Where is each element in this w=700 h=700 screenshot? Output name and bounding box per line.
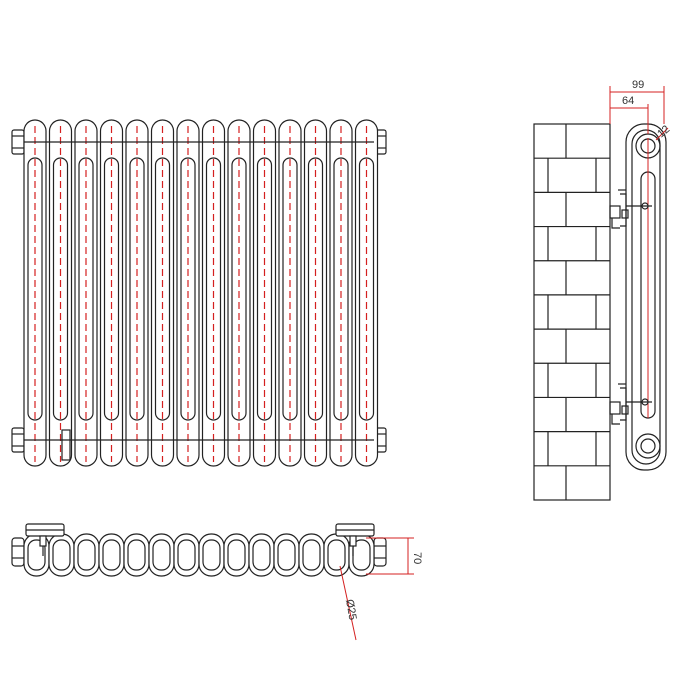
dim-outer-depth: 99 xyxy=(632,79,644,91)
plan-view: 70 Ø25 xyxy=(11,523,423,641)
front-column xyxy=(303,119,328,467)
front-view xyxy=(11,119,387,467)
front-column xyxy=(23,119,47,467)
dim-inner-depth: 64 xyxy=(622,95,634,107)
plan-section xyxy=(173,533,200,577)
dim-height-plan: 70 xyxy=(411,552,423,564)
plan-section xyxy=(73,533,100,577)
plan-section xyxy=(248,533,275,577)
bottom-tube-outer xyxy=(635,433,661,459)
radiator-section xyxy=(625,123,667,471)
plan-section xyxy=(98,533,125,577)
plan-section xyxy=(298,533,325,577)
front-column xyxy=(278,119,302,467)
plan-section xyxy=(273,533,300,577)
front-column xyxy=(354,119,379,467)
front-column xyxy=(150,119,175,467)
front-column xyxy=(227,119,251,467)
front-valve-detail xyxy=(61,429,71,461)
dim-tube-diameter-plan: Ø25 xyxy=(343,598,358,621)
plan-section xyxy=(148,533,175,577)
bottom-tube-inner xyxy=(640,438,656,454)
front-column xyxy=(99,119,124,467)
brick-wall xyxy=(533,123,611,501)
plan-section xyxy=(223,533,250,577)
plan-end-connections xyxy=(11,537,387,567)
side-view: 99 64 12 xyxy=(533,79,672,501)
front-column xyxy=(329,119,353,467)
front-column xyxy=(252,119,277,467)
lower-wall-bracket xyxy=(609,383,652,425)
plan-valve-left xyxy=(25,523,65,556)
front-header-bars xyxy=(24,141,374,441)
front-column xyxy=(201,119,226,467)
plan-section xyxy=(48,533,75,577)
plan-dimensions xyxy=(339,537,414,641)
plan-section xyxy=(123,533,150,577)
front-column xyxy=(48,119,73,467)
plan-section xyxy=(323,533,350,577)
front-column xyxy=(176,119,200,467)
front-column xyxy=(125,119,149,467)
plan-section xyxy=(198,533,225,577)
front-column xyxy=(74,119,98,467)
upper-wall-bracket xyxy=(609,189,652,229)
plan-valve-right xyxy=(335,523,375,556)
side-dimensions xyxy=(609,86,669,141)
